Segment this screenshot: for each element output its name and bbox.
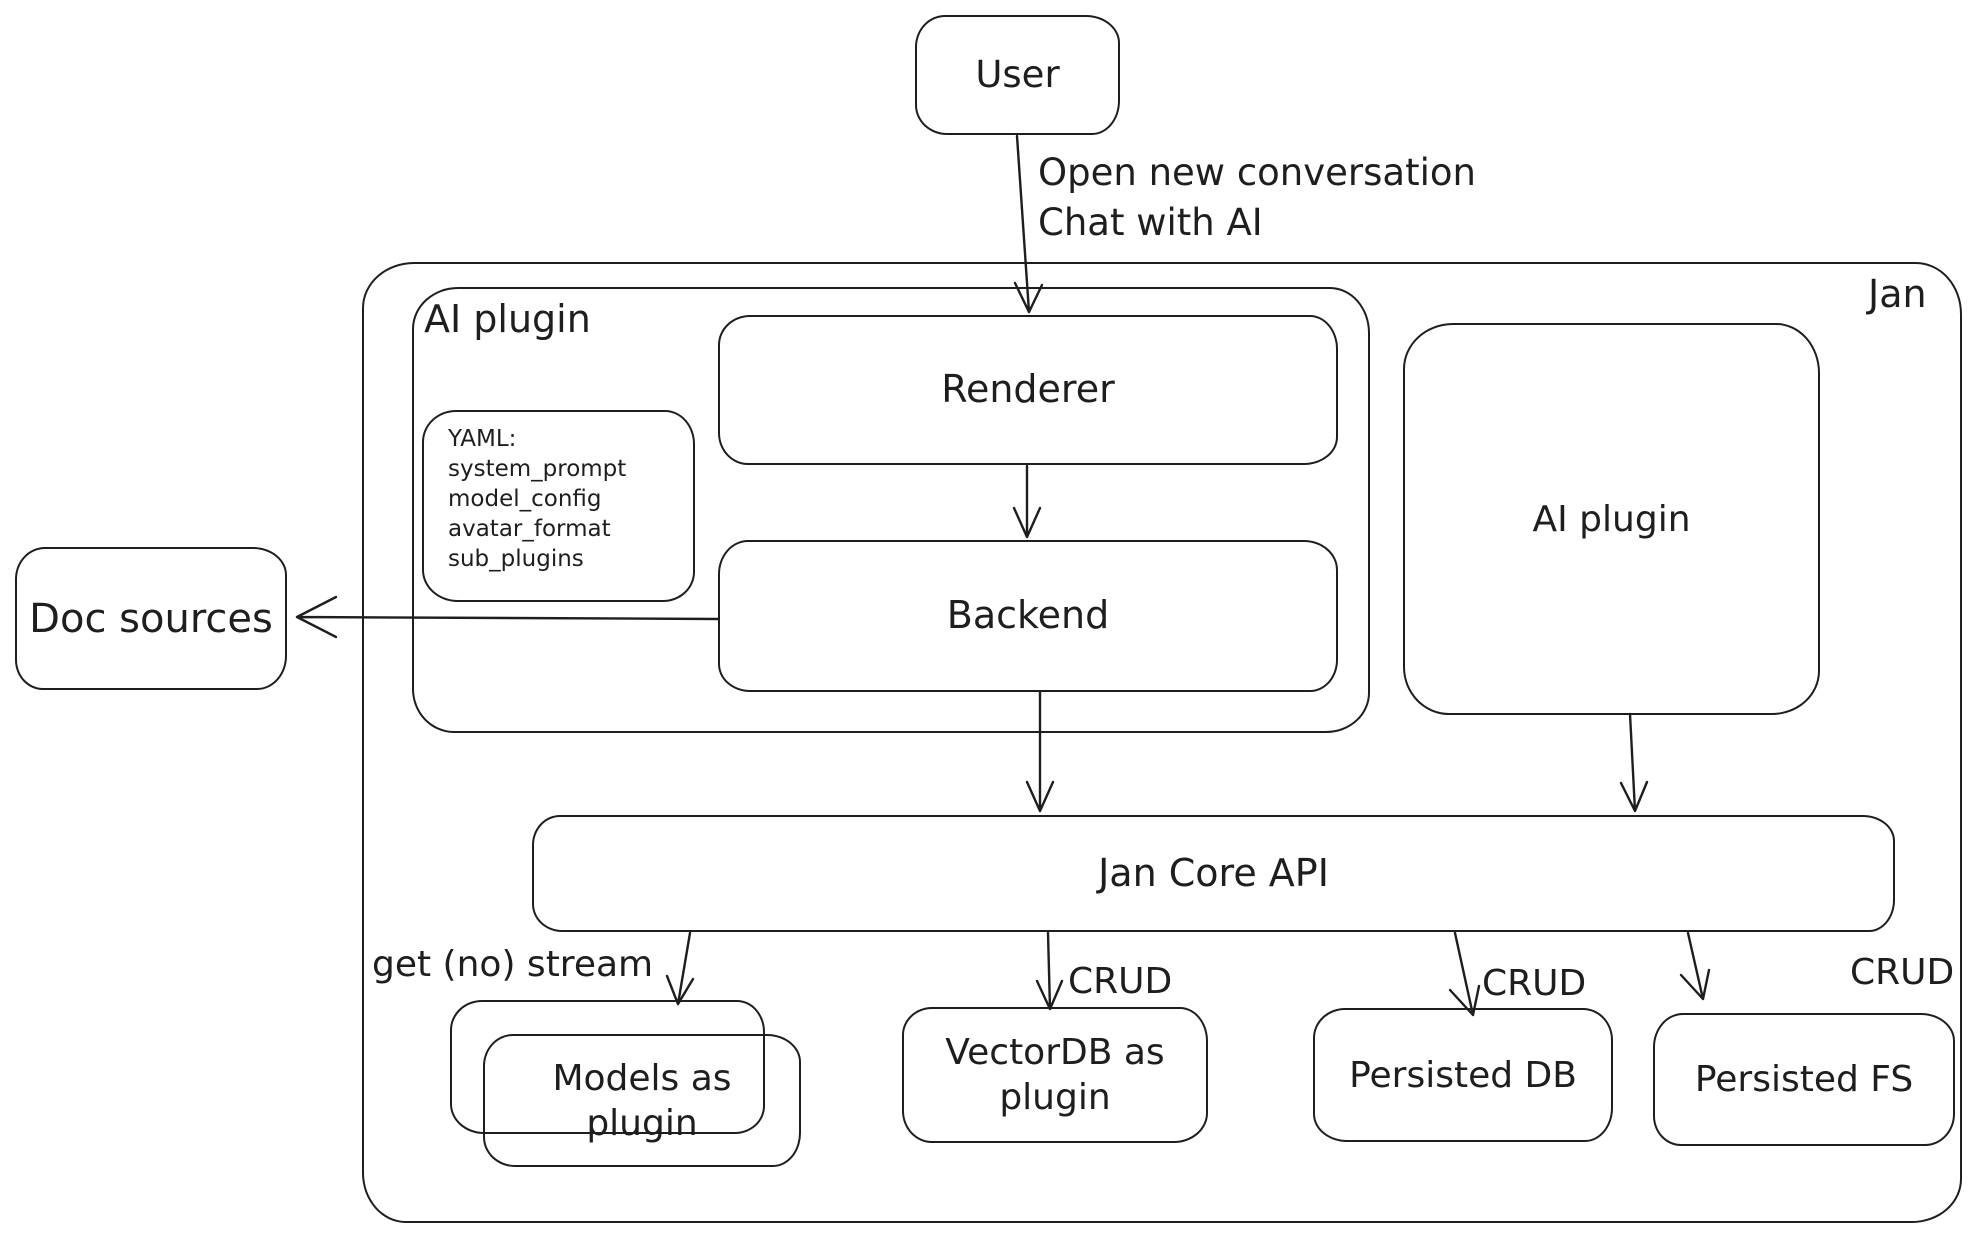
jan-core-api-node-label: Jan Core API [1098,850,1329,895]
doc-sources-node-label: Doc sources [29,595,273,642]
yaml-note-text: YAML: system_prompt model_config avatar_… [448,426,627,572]
ai-plugin-group [412,287,1370,733]
persisted-db-node-label: Persisted DB [1349,1054,1577,1096]
persisted-fs-node: Persisted FS [1653,1013,1955,1146]
edge-label-get-no-stream: get (no) stream [372,944,654,985]
edge-label-crud-persisted-db: CRUD [1482,963,1587,1004]
edge-label-crud-persisted-fs: CRUD [1850,952,1955,993]
ai-plugin-node: AI plugin [1403,323,1820,715]
doc-sources-node: Doc sources [15,547,287,690]
jan-container [362,262,1962,1223]
jan-container-label: Jan [1868,272,1927,316]
user-node: User [915,15,1120,135]
models-as-plugin-shadow-box [450,1000,765,1134]
edge-label-user-action: Open new conversation Chat with AI [1038,151,1476,244]
ai-plugin-group-label: AI plugin [424,297,591,341]
persisted-db-node: Persisted DB [1313,1008,1613,1142]
edge-label-crud-vectordb: CRUD [1068,961,1173,1002]
vectordb-node: VectorDB as plugin [902,1007,1208,1143]
persisted-fs-node-label: Persisted FS [1694,1059,1914,1100]
models-as-plugin-node: Models as plugin [483,1034,801,1167]
vectordb-node-label: VectorDB as plugin [945,1032,1165,1118]
backend-node-label: Backend [946,593,1110,638]
ai-plugin-node-label: AI plugin [1532,498,1691,540]
renderer-node: Renderer [718,315,1338,465]
backend-node: Backend [718,540,1338,692]
models-as-plugin-node-label: Models as plugin [552,1057,732,1144]
user-node-label: User [975,52,1060,96]
renderer-node-label: Renderer [941,367,1115,412]
jan-core-api-node: Jan Core API [532,815,1895,932]
